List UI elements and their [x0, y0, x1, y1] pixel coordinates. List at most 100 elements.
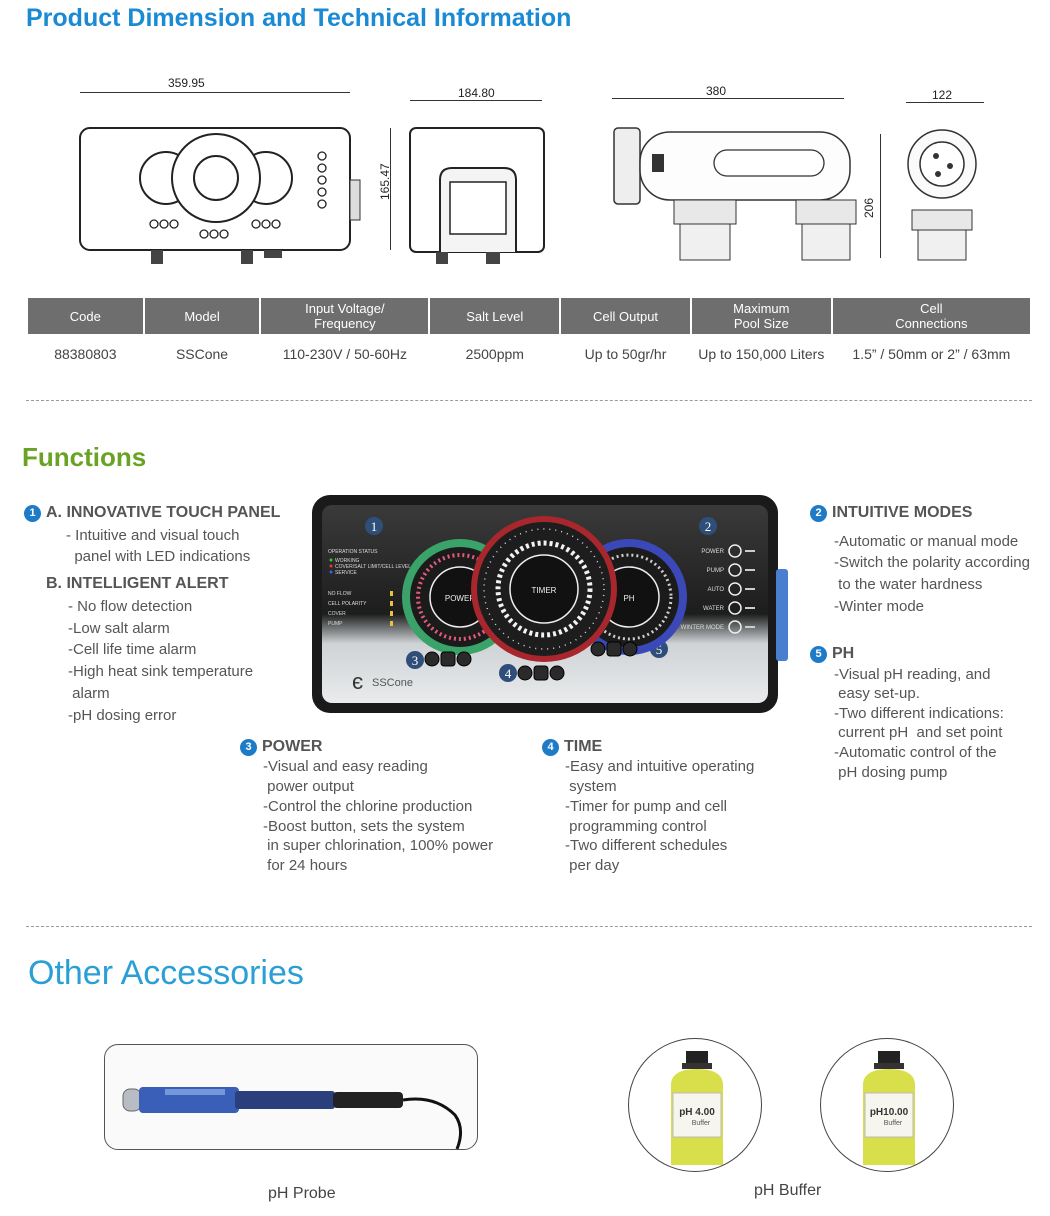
section-title-functions: Functions [22, 442, 147, 472]
feature-1-line: alarm [68, 685, 110, 702]
panel-status-item: COVER/SALT LIMIT/CELL LEVEL [335, 564, 411, 570]
ph-buffer-bottle-left: pH 4.00 Buffer [628, 1038, 762, 1172]
panel-side-tab [776, 569, 788, 661]
svg-text:є: є [352, 669, 363, 694]
feature-5-line: current pH and set point [834, 724, 1003, 741]
section-title-accessories: Other Accessories [28, 954, 304, 992]
dim-line-front-height [390, 128, 391, 250]
panel-status-item: SERVICE [335, 570, 358, 576]
feature-5-line: pH dosing pump [834, 764, 948, 781]
feature-2-title-text: INTUITIVE MODES [832, 504, 973, 521]
panel-status-item: WORKING [335, 558, 360, 564]
col-header-connections: Cell Connections [832, 298, 1030, 334]
panel-alert: PUMP [328, 621, 343, 627]
divider [26, 926, 1032, 927]
feature-1-line: -High heat sink temperature [68, 663, 254, 680]
col-header-salt: Salt Level [430, 298, 560, 334]
col-header-pool: Maximum Pool Size [691, 298, 831, 334]
panel-marker-1: 1 [371, 519, 378, 534]
cell-salt: 2500ppm [465, 346, 524, 362]
section-title-product: Product Dimension and Technical Informat… [26, 4, 572, 32]
col-header-model: Model [144, 298, 260, 334]
control-panel-face: 1 2 3 4 5 OPERATION STATUS WORKING COVER… [322, 505, 768, 703]
ph-probe-caption: pH Probe [268, 1185, 336, 1202]
panel-alert: CELL POLARITY [328, 601, 367, 607]
panel-marker-5: 5 [656, 642, 663, 657]
col-header-code: Code [28, 298, 143, 334]
feature-5-title-text: PH [832, 645, 855, 662]
cell-output: Up to 50gr/hr [584, 346, 667, 362]
panel-marker-3: 3 [412, 653, 419, 668]
table-row: 88380803 SSCone 110-230V / 50-60Hz 2500p… [28, 334, 1030, 370]
dim-cell-length: 380 [706, 84, 727, 98]
feature-3-line: -Visual and easy reading [263, 758, 428, 775]
panel-mode: WATER [703, 606, 725, 612]
cell-code: 88380803 [54, 346, 117, 362]
dim-line-cell-end [906, 102, 984, 103]
dim-line-cell-height [880, 134, 881, 258]
feature-4-line: -Easy and intuitive operating [565, 758, 755, 775]
dim-front-width: 359.95 [168, 76, 205, 90]
feature-5-line: easy set-up. [834, 685, 920, 702]
panel-dial-power-label: POWER [445, 594, 475, 603]
dim-cell-end-width: 122 [932, 88, 953, 102]
feature-1-title-a-text: A. INNOVATIVE TOUCH PANEL [46, 504, 281, 521]
panel-marker-2: 2 [705, 519, 712, 534]
feature-5-line: -Visual pH reading, and [834, 666, 991, 683]
feature-2-line: -Automatic or manual mode [834, 533, 1019, 550]
bottle-left-sub: Buffer [692, 1120, 711, 1127]
feature-4-line: -Two different schedules [565, 837, 728, 854]
panel-mode: PUMP [707, 568, 724, 574]
cell-end-drawing [907, 129, 977, 261]
feature-number-badge: 3 [240, 739, 257, 756]
panel-brand-name: SSCone [372, 677, 413, 689]
bottle-right-label: pH10.00 [870, 1107, 909, 1118]
feature-4-line: programming control [565, 818, 707, 835]
feature-3-line: for 24 hours [263, 857, 348, 874]
cell-view-drawing [613, 127, 857, 261]
dim-line-cell-length [612, 98, 844, 99]
panel-svg: 1 2 3 4 5 OPERATION STATUS WORKING COVER… [328, 516, 755, 694]
feature-1-line: panel with LED indications [66, 548, 251, 565]
feature-4-line: system [565, 778, 617, 795]
feature-2-line: to the water hardness [834, 576, 983, 593]
dim-line-front-width [80, 92, 350, 93]
cell-connections: 1.5” / 50mm or 2” / 63mm [852, 346, 1011, 362]
feature-1-line: -Low salt alarm [68, 620, 170, 637]
dim-front-height: 165.47 [378, 163, 392, 200]
cell-pool: Up to 150,000 Liters [698, 346, 825, 362]
spec-table-header-row: Code Model Input Voltage/ Frequency Salt… [28, 298, 1030, 334]
col-header-output: Cell Output [561, 298, 690, 334]
ph-probe-image [104, 1044, 478, 1150]
ph-buffer-bottle-right: pH10.00 Buffer [820, 1038, 954, 1172]
panel-dial-ph-label: PH [623, 594, 634, 603]
feature-3-line: power output [263, 778, 354, 795]
feature-3-line: in super chlorination, 100% power [263, 837, 494, 854]
ph-probe-svg [122, 1087, 462, 1150]
bottle-right-sub: Buffer [884, 1120, 903, 1127]
panel-mode: AUTO [707, 587, 724, 593]
feature-3-title: 3 POWER [240, 738, 322, 756]
dim-line-side-width [410, 100, 542, 101]
cell-model: SSCone [175, 346, 229, 362]
control-panel-image: 1 2 3 4 5 OPERATION STATUS WORKING COVER… [312, 495, 788, 713]
panel-dial-timer-label: TIMER [532, 586, 557, 595]
feature-5-line: -Two different indications: [834, 705, 1004, 722]
spec-table: Code Model Input Voltage/ Frequency Salt… [26, 298, 1032, 370]
feature-3-title-text: POWER [262, 738, 323, 755]
feature-5-line: -Automatic control of the [834, 744, 997, 761]
panel-alert: NO FLOW [328, 591, 352, 597]
feature-1-line: - No flow detection [68, 598, 193, 615]
feature-1-line: - Intuitive and visual touch [66, 527, 240, 544]
feature-1-title-b: B. INTELLIGENT ALERT [46, 575, 229, 592]
feature-4-line: -Timer for pump and cell [565, 798, 727, 815]
panel-status-title: OPERATION STATUS [328, 549, 378, 555]
feature-2-line: -Switch the polarity according [834, 554, 1030, 571]
cell-voltage: 110-230V / 50-60Hz [282, 346, 407, 362]
col-header-voltage: Input Voltage/ Frequency [261, 298, 429, 334]
panel-alert: COVER [328, 611, 346, 617]
feature-2-line: -Winter mode [834, 598, 925, 615]
